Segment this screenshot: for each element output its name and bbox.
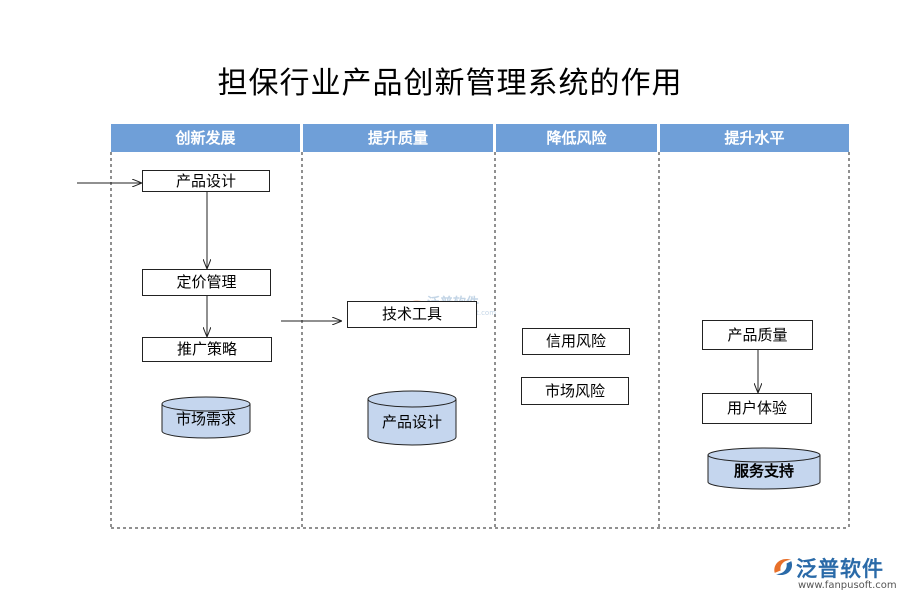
brand-swirl-icon [774, 558, 793, 576]
node-market-risk: 市场风险 [521, 377, 629, 405]
column-header-level: 提升水平 [660, 124, 849, 152]
db-market-demand: 市场需求 [175, 410, 236, 428]
column-header-risk: 降低风险 [496, 124, 657, 152]
node-product-quality: 产品质量 [702, 320, 813, 350]
cylinder-product-design [367, 390, 457, 446]
cylinder-market-demand [161, 396, 251, 439]
node-product-design: 产品设计 [142, 170, 270, 192]
diagram-title: 担保行业产品创新管理系统的作用 [217, 66, 683, 101]
node-user-experience: 用户体验 [702, 393, 812, 424]
cylinder-service-support [707, 447, 821, 490]
column-header-quality: 提升质量 [303, 124, 493, 152]
node-tech-tools: 技术工具 [347, 301, 477, 328]
brand-url: www.fanpusoft.com [798, 580, 897, 591]
brand-logo: 泛普软件 www.fanpusoft.com [770, 553, 897, 593]
swimlane-borders [110, 152, 850, 529]
node-promotion: 推广策略 [142, 337, 272, 362]
column-header-innovation: 创新发展 [111, 124, 300, 152]
node-credit-risk: 信用风险 [522, 328, 630, 355]
db-service-support: 服务支持 [733, 462, 794, 480]
brand-name: 泛普软件 [796, 557, 884, 581]
db-product-design: 产品设计 [381, 413, 442, 431]
node-pricing: 定价管理 [142, 269, 271, 296]
